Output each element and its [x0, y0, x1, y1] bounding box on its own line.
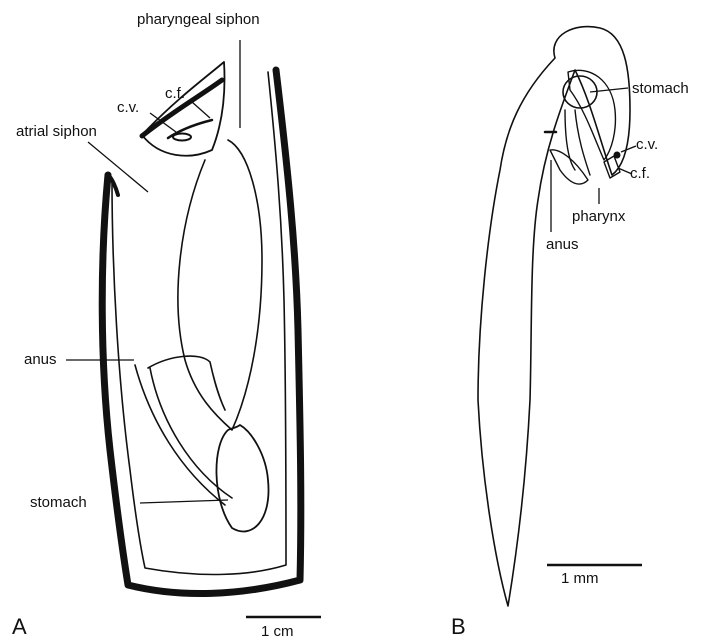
pharynx-outline — [178, 140, 262, 430]
label-pharyngeal-siphon: pharyngeal siphon — [137, 11, 260, 28]
label-anus: anus — [24, 351, 57, 368]
panel-b-drawing — [478, 27, 630, 606]
panel-letter-b: B — [451, 614, 466, 639]
panel-letter-a: A — [12, 614, 27, 639]
label-b-anus: anus — [546, 236, 579, 253]
larva-cv-dot — [614, 152, 620, 158]
scale-label-a: 1 cm — [261, 623, 294, 640]
label-b-cv: c.v. — [636, 136, 658, 153]
leader-stomach — [140, 500, 228, 503]
leader-atrial-siphon — [88, 142, 148, 192]
panel-a-drawing — [102, 62, 301, 594]
leader-b-cv — [621, 146, 636, 152]
panel-b-labels: stomach c.v. c.f. pharynx anus 1 mm B — [451, 80, 689, 639]
panel-a-labels: pharyngeal siphon atrial siphon c.f. c.v… — [12, 11, 321, 640]
label-cf: c.f. — [165, 85, 185, 102]
label-b-cf: c.f. — [630, 165, 650, 182]
cerebral-vesicle — [173, 134, 191, 141]
label-cv: c.v. — [117, 99, 139, 116]
leader-cf — [192, 102, 210, 118]
label-atrial-siphon: atrial siphon — [16, 123, 97, 140]
label-b-pharynx: pharynx — [572, 208, 626, 225]
tunic-inner-wall — [112, 72, 286, 574]
tunic-left-wall — [102, 70, 301, 594]
label-b-stomach: stomach — [632, 80, 689, 97]
scale-label-b: 1 mm — [561, 570, 599, 587]
stomach-outline — [216, 425, 268, 531]
label-stomach: stomach — [30, 494, 87, 511]
larva-body-outline — [478, 27, 630, 606]
